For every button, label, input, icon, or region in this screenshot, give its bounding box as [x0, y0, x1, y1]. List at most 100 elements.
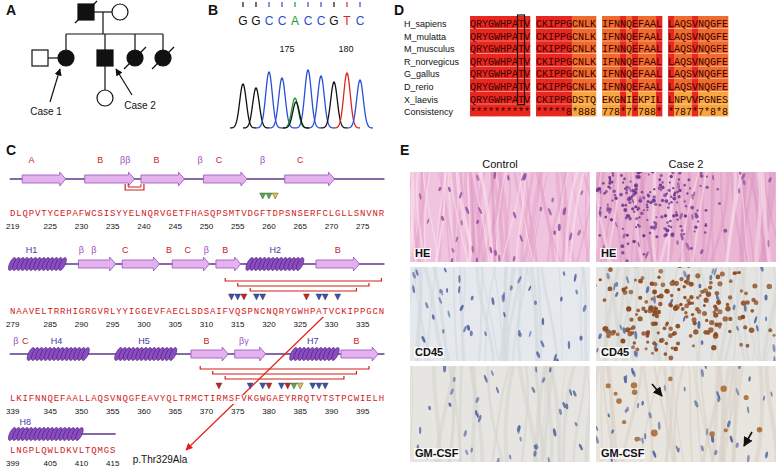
- stained-cell: [633, 210, 636, 213]
- stained-cell: [659, 339, 663, 343]
- stained-cell: [670, 201, 673, 204]
- label-anchor: 175: [279, 39, 294, 55]
- cell-nucleus: [448, 402, 452, 407]
- tissue-fiber: [410, 172, 413, 262]
- cell-nucleus: [625, 276, 630, 284]
- stained-cell: [695, 307, 699, 311]
- stained-cell: [666, 193, 668, 195]
- stained-cell: [720, 271, 725, 276]
- site-triangle: [260, 193, 266, 199]
- tissue-fiber: [501, 267, 515, 361]
- label-anchor: 285: [43, 314, 58, 330]
- deceased-slash: [75, 1, 97, 23]
- stained-cell: [619, 193, 623, 197]
- stained-cell: [656, 172, 659, 173]
- cell-nucleus: [535, 366, 537, 372]
- tissue-fiber: [758, 267, 761, 361]
- label-anchor: CD45: [600, 343, 630, 359]
- stained-cell: [657, 331, 660, 334]
- beta-strand: [122, 257, 159, 271]
- cell-nucleus: [443, 366, 446, 372]
- base-tick: [268, 2, 269, 7]
- cell-nucleus: [580, 190, 584, 196]
- hairpin-loop: [125, 184, 144, 190]
- stained-cell: [658, 186, 662, 190]
- cell-nucleus: [644, 251, 649, 259]
- residue-number: 295: [105, 321, 120, 329]
- site-triangle: [260, 383, 266, 389]
- stained-cell: [628, 290, 633, 295]
- cell-nucleus: [676, 240, 679, 245]
- stained-cell: [681, 229, 684, 232]
- stained-cell: [705, 209, 708, 212]
- tissue-fiber: [674, 366, 683, 462]
- cell-nucleus: [458, 192, 463, 199]
- label-anchor: H7: [306, 331, 320, 347]
- tissue-fiber: [653, 172, 655, 262]
- alpha-helix-turn: [80, 347, 91, 362]
- stained-cell: [694, 225, 697, 228]
- cell-nucleus: [614, 222, 618, 228]
- cell-nucleus: [712, 175, 715, 180]
- cell-nucleus: [476, 219, 480, 224]
- stained-cell: [603, 298, 607, 302]
- stained-cell: [691, 313, 694, 316]
- stained-cell: [696, 296, 700, 300]
- label-anchor: G: [329, 12, 338, 28]
- unaffected-female: [97, 90, 113, 106]
- stained-cell: [610, 218, 613, 221]
- residue-number: 395: [355, 408, 370, 416]
- cell-nucleus: [624, 375, 628, 383]
- stained-cell: [752, 284, 757, 289]
- label-anchor: B: [334, 240, 342, 256]
- label-anchor: 315: [230, 314, 245, 330]
- stained-cell: [609, 187, 612, 190]
- stained-cell: [664, 199, 668, 203]
- stained-cell: [651, 430, 658, 437]
- label-anchor: H_sapiens: [404, 14, 447, 30]
- trace-peak: [283, 102, 309, 128]
- proband-arrow: [50, 69, 60, 102]
- stained-cell: [606, 383, 611, 388]
- stained-cell: [638, 316, 643, 321]
- stained-cell: [634, 437, 639, 442]
- residue-number: 290: [74, 321, 89, 329]
- tissue-fiber: [492, 172, 495, 262]
- tissue-fiber: [470, 172, 474, 262]
- cell-nucleus: [700, 445, 704, 452]
- structure-label: β: [259, 156, 266, 165]
- alpha-helix-turn: [57, 257, 68, 272]
- stained-cell: [611, 200, 613, 202]
- cell-nucleus: [491, 297, 495, 305]
- label-anchor: 180: [338, 39, 353, 55]
- tissue-fiber: [454, 267, 457, 361]
- secondary-structure: [7, 172, 385, 450]
- label-anchor: Case 2: [124, 96, 156, 112]
- cell-nucleus: [575, 289, 579, 295]
- stained-cell: [625, 204, 627, 206]
- cell-nucleus: [691, 214, 695, 220]
- tissue-fiber: [742, 267, 757, 361]
- stained-cell: [621, 287, 625, 291]
- stained-cell: [613, 189, 616, 192]
- tissue-fiber: [435, 172, 447, 262]
- structure-label: βγ: [238, 337, 250, 346]
- base-call: C: [317, 15, 326, 27]
- cell-nucleus: [426, 219, 429, 224]
- cell-nucleus: [641, 401, 644, 406]
- structure-label: C: [296, 156, 305, 165]
- stained-cell: [695, 273, 700, 278]
- tissue-fiber: [723, 366, 738, 462]
- aligned-sequence: QRYGWHPATV CKIPPGCNLK IFNNQEFAAL LAQSVNQ…: [470, 58, 728, 68]
- cell-nucleus: [747, 455, 750, 462]
- base-tick: [281, 2, 282, 7]
- tissue-fiber: [477, 267, 493, 361]
- stained-cell: [672, 187, 674, 189]
- label-anchor: 339: [5, 401, 20, 417]
- cell-nucleus: [677, 182, 680, 190]
- stained-cell: [739, 343, 743, 347]
- stained-cell: [634, 205, 637, 208]
- tissue-fiber: [648, 267, 660, 361]
- cell-nucleus: [736, 326, 740, 331]
- cell-nucleus: [463, 430, 468, 437]
